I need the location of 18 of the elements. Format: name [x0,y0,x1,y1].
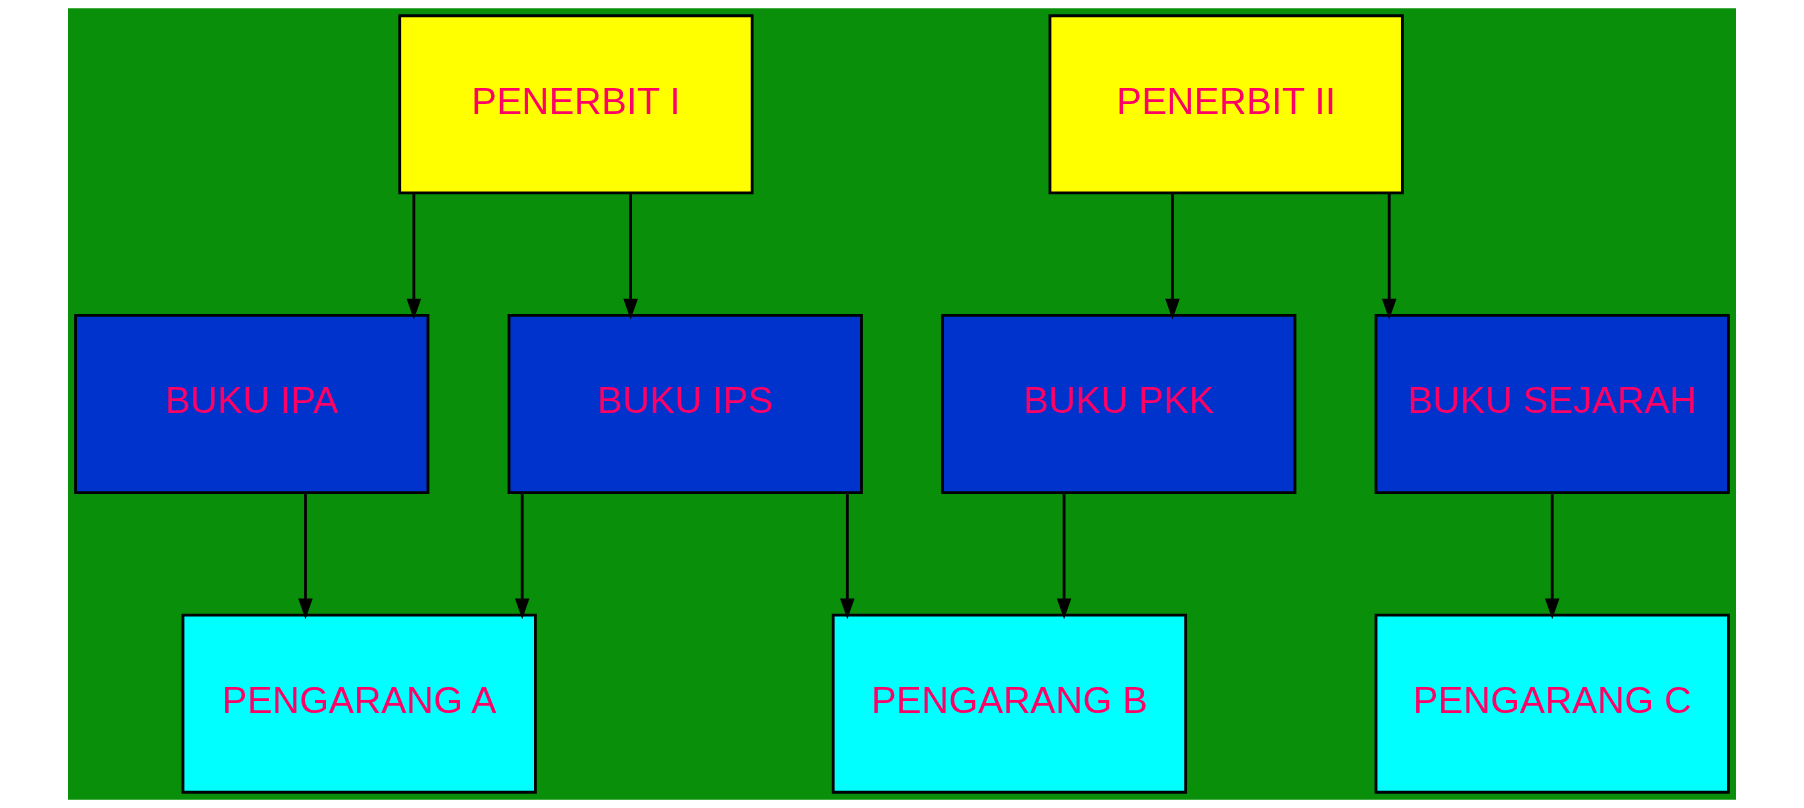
arrow [298,493,313,620]
node-box: BUKU SEJARAH [1374,314,1730,494]
arrow [1056,493,1072,620]
arrow [1544,493,1560,620]
node-box: BUKU IPS [507,314,863,494]
node-box: PENERBIT I [398,14,754,195]
arrow [406,193,422,320]
node-box: PENGARANG C [1374,613,1730,794]
arrow [840,493,855,620]
node-box: PENERBIT II [1048,14,1404,195]
arrow [1165,193,1180,320]
node-box: PENGARANG A [181,613,537,794]
node-box: BUKU PKK [941,314,1297,494]
arrow [514,493,530,620]
node-box: PENGARANG B [831,613,1188,794]
arrow [1381,193,1397,320]
node-box: BUKU IPA [74,314,430,494]
arrow [623,193,638,320]
